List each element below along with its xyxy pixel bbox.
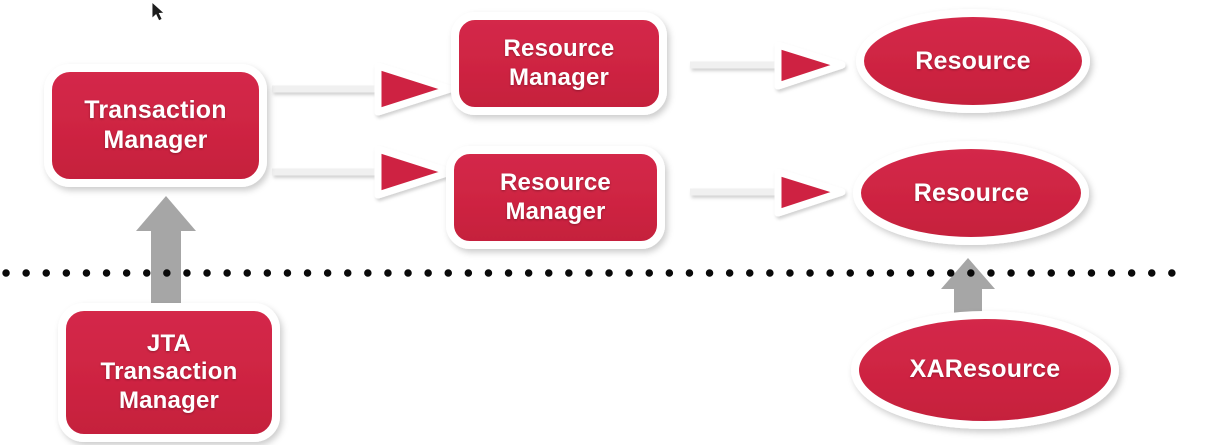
node-resource-manager-1[interactable]: [451, 12, 667, 115]
node-transaction-manager[interactable]: [44, 64, 267, 187]
connector-jta-tm-to-tm: [136, 196, 196, 308]
connector-tm-to-rm2: [272, 145, 454, 199]
node-resource-manager-2[interactable]: [446, 146, 665, 249]
node-jta-transaction-manager[interactable]: [58, 303, 280, 442]
connector-rm1-to-resource1: [690, 41, 846, 90]
node-xaresource[interactable]: [851, 311, 1119, 429]
connector-tm-to-rm1: [272, 62, 454, 116]
connector-rm2-to-resource2: [690, 168, 846, 217]
node-resource-2[interactable]: [853, 141, 1089, 245]
node-resource-1[interactable]: [856, 9, 1090, 113]
